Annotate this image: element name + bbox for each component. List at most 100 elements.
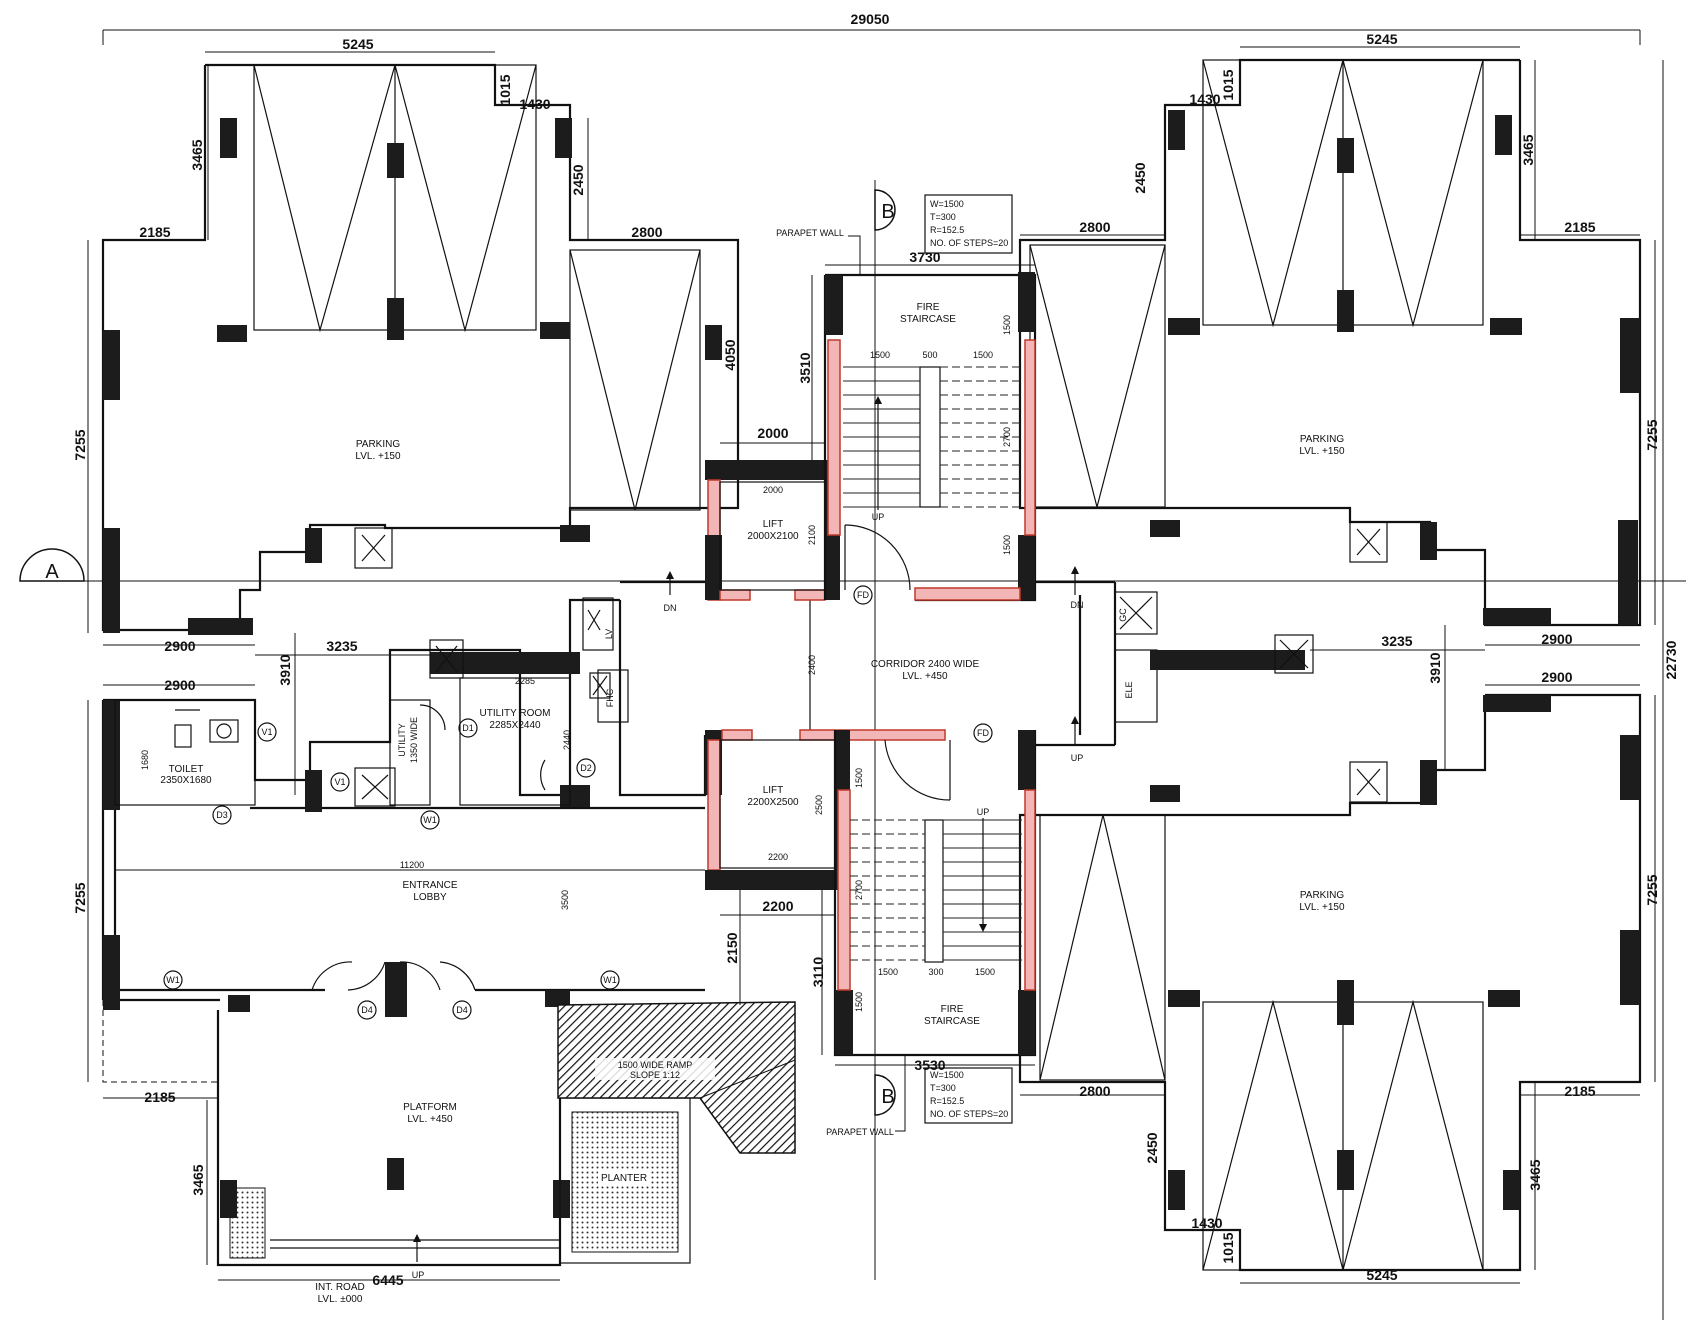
stair-note-bottom-2: T=300	[930, 1083, 956, 1093]
overall-dimensions: 29050 22730	[102, 11, 1679, 1320]
dim-platform-6445: 6445	[372, 1272, 403, 1288]
parking-top-right-label: PARKING	[1300, 434, 1344, 445]
core-block: LIFT 2000X2100 2000 2100 2000	[582, 180, 1485, 1280]
dim-bottom-right-3465: 3465	[1527, 1159, 1543, 1190]
dim-bottom-right-5245: 5245	[1366, 1267, 1397, 1283]
stair-note-top-1: W=1500	[930, 199, 964, 209]
stair-top-dim-a: 1500	[870, 350, 890, 360]
corridor-dim-2400: 2400	[807, 655, 817, 675]
parapet-label-bottom: PARAPET WALL	[826, 1127, 894, 1137]
road-label: INT. ROAD	[315, 1282, 364, 1293]
platform-label: PLATFORM	[403, 1102, 457, 1113]
parking-bottom-right-label: PARKING	[1300, 890, 1344, 901]
stair-top-side-b: 2700	[1002, 427, 1012, 447]
parking-top-left-level: LVL. +150	[355, 451, 401, 462]
road-level: LVL. ±000	[318, 1294, 363, 1305]
corridor-label: CORRIDOR 2400 WIDE	[871, 659, 980, 670]
parking-block-top-right: PARKING LVL. +150 5245 1015 1430 3465 24…	[1018, 31, 1660, 647]
parking-block-bottom-right: PARKING LVL. +150 2900 7255 2800 2185 24…	[1018, 669, 1660, 1284]
lift-bottom-outer-dim: 2200	[762, 898, 793, 914]
stair-bottom-width-dim: 3530	[914, 1057, 945, 1073]
tag-d4-a: D4	[361, 1005, 373, 1015]
toilet-size: 2350X1680	[160, 775, 212, 786]
dim-right-3910: 3910	[1427, 652, 1443, 683]
utility-room-dim-h: 2440	[562, 730, 572, 750]
lift-top-size: 2000X2100	[747, 531, 799, 542]
dim-lobby-3235: 3235	[326, 638, 357, 654]
dim-top-left-2800: 2800	[631, 224, 662, 240]
parking-bottom-right-level: LVL. +150	[1299, 902, 1345, 913]
ramp-slope: SLOPE 1:12	[630, 1070, 680, 1080]
utility-room-dim-w: 2285	[515, 676, 535, 686]
stair-top-label: FIRE	[917, 302, 940, 313]
tag-w1-left: W1	[166, 975, 180, 985]
dn-tag-left: DN	[664, 603, 677, 613]
stair-note-top-2: T=300	[930, 212, 956, 222]
dim-top-right-2900: 2900	[1541, 631, 1572, 647]
planter-label: PLANTER	[601, 1173, 647, 1184]
lobby-block: TOILET 2350X1680 1680 UTILITY 1350 WIDE …	[72, 598, 705, 1105]
tag-d3: D3	[216, 810, 228, 820]
stair-top-side-a: 1500	[1002, 315, 1012, 335]
stair-top-side-c: 1500	[1002, 535, 1012, 555]
tag-w1-right: W1	[603, 975, 617, 985]
utility-room-label: UTILITY ROOM	[480, 708, 551, 719]
dim-top-left-7255: 7255	[72, 429, 88, 460]
tag-d4-b: D4	[456, 1005, 468, 1015]
dim-lobby-3500: 3500	[560, 890, 570, 910]
tag-v1-b: V1	[334, 777, 345, 787]
dim-top-left-4050: 4050	[722, 339, 738, 370]
dim-lobby-2185: 2185	[144, 1089, 175, 1105]
overall-depth-dim: 22730	[1663, 640, 1679, 679]
dim-top-right-1015: 1015	[1220, 69, 1236, 100]
dim-top-left-2185: 2185	[139, 224, 170, 240]
stair-bottom-side-c: 1500	[854, 992, 864, 1012]
parking-top-right-level: LVL. +150	[1299, 446, 1345, 457]
stair-bottom-side-a: 1500	[854, 768, 864, 788]
dim-bottom-right-2800: 2800	[1079, 1083, 1110, 1099]
stair-note-bottom-3: R=152.5	[930, 1096, 964, 1106]
lift-bottom-size: 2200X2500	[747, 797, 799, 808]
dim-bottom-right-2900: 2900	[1541, 669, 1572, 685]
lobby-label: ENTRANCE	[402, 880, 457, 891]
dim-lobby-7255: 7255	[72, 882, 88, 913]
dim-lobby-11200: 11200	[400, 860, 424, 870]
lobby-label-2: LOBBY	[413, 892, 447, 903]
tag-fd-top: FD	[857, 590, 869, 600]
dim-top-left-1015: 1015	[497, 74, 513, 105]
dim-top-right-2450: 2450	[1132, 162, 1148, 193]
dim-top-right-7255: 7255	[1644, 419, 1660, 450]
stair-note-top-3: R=152.5	[930, 225, 964, 235]
stair-note-bottom-4: NO. OF STEPS=20	[930, 1109, 1008, 1119]
tag-fd-bottom: FD	[977, 728, 989, 738]
tag-w1-utility: W1	[423, 815, 437, 825]
stair-bottom-dim-a: 1500	[878, 967, 898, 977]
stair-bottom-side-b: 2700	[854, 880, 864, 900]
lv-tag: LV	[604, 629, 614, 639]
stair-top-dim-well: 500	[922, 350, 937, 360]
lift-top-dim-h: 2100	[807, 525, 817, 545]
stair-bottom-height-dim: 3110	[810, 957, 826, 988]
dim-top-left-1430: 1430	[519, 96, 550, 112]
dim-bottom-right-2185: 2185	[1564, 1083, 1595, 1099]
overall-width-dim: 29050	[851, 11, 890, 27]
dim-lobby-3910: 3910	[277, 654, 293, 685]
section-b-marker-top: B	[881, 201, 894, 223]
lift-top-dim-w: 2000	[763, 485, 783, 495]
dim-top-left-2900: 2900	[164, 638, 195, 654]
toilet-label: TOILET	[169, 764, 204, 775]
dim-lobby-2900: 2900	[164, 677, 195, 693]
platform-level: LVL. +450	[407, 1114, 453, 1125]
lift-bottom-shaft-dim: 2150	[724, 932, 740, 963]
stair-note-bottom-1: W=1500	[930, 1070, 964, 1080]
dim-top-right-3465: 3465	[1520, 134, 1536, 165]
tags: V1 V1 D3 W1 D1 D2 W1 W1 D4 D4 FD FD	[163, 585, 993, 1020]
dn-tag-right: DN	[1071, 600, 1084, 610]
stair-bottom-up: UP	[977, 807, 990, 817]
dim-platform-3465: 3465	[190, 1164, 206, 1195]
utility-room-size: 2285X2440	[489, 720, 541, 731]
platform-up: UP	[412, 1270, 425, 1280]
tag-v1-a: V1	[261, 727, 272, 737]
dim-bottom-right-2450: 2450	[1144, 1132, 1160, 1163]
dim-bottom-right-7255: 7255	[1644, 874, 1660, 905]
